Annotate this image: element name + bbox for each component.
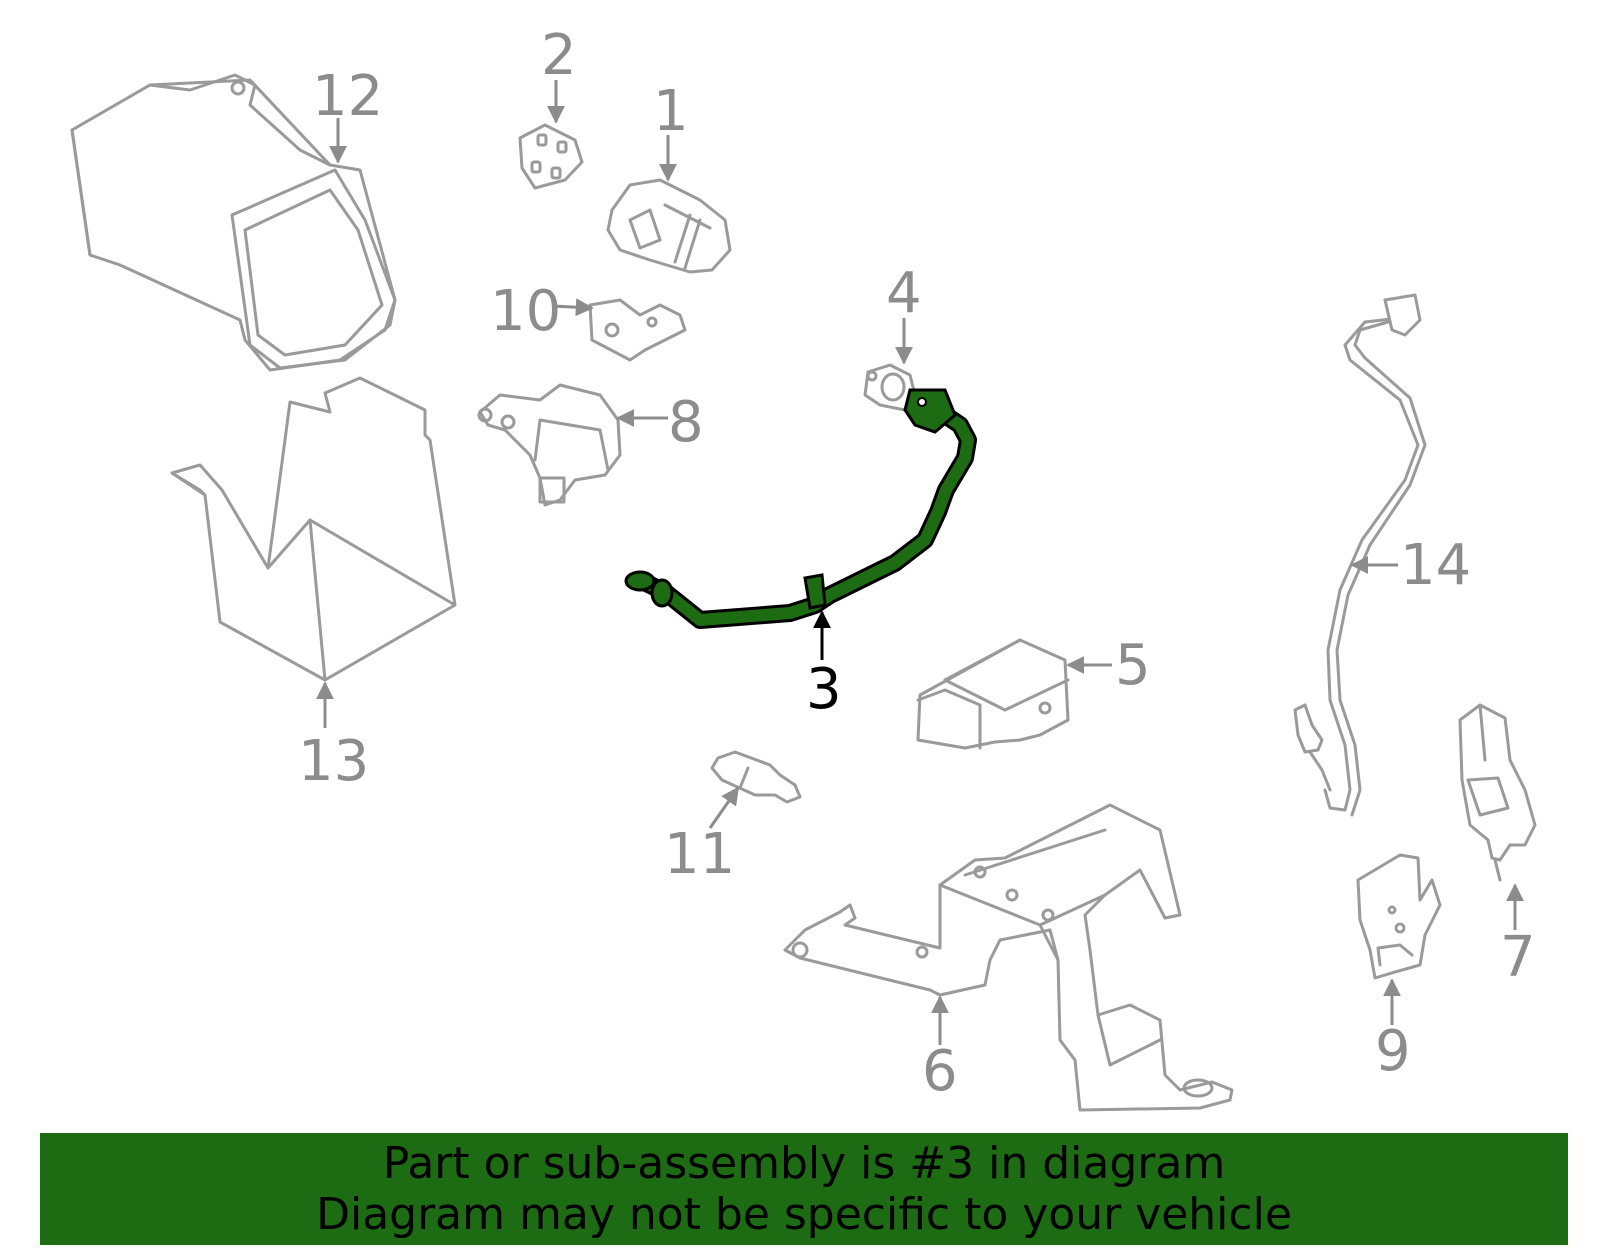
label-4: 4 xyxy=(886,261,922,326)
part-2-pad xyxy=(518,123,584,190)
label-2: 2 xyxy=(541,23,577,88)
label-8: 8 xyxy=(668,390,704,455)
label-14: 14 xyxy=(1400,533,1471,598)
leader-arrows xyxy=(316,80,1524,1045)
label-9: 9 xyxy=(1375,1019,1411,1084)
label-6: 6 xyxy=(922,1039,958,1104)
label-1: 1 xyxy=(653,79,689,144)
part-10-bracket xyxy=(588,298,687,362)
banner-line-1: Part or sub-assembly is #3 in diagram xyxy=(382,1138,1226,1189)
label-7: 7 xyxy=(1500,925,1536,990)
info-banner: Part or sub-assembly is #3 in diagram Di… xyxy=(40,1133,1568,1245)
part-11-sensor xyxy=(710,750,802,804)
banner-line-2: Diagram may not be specific to your vehi… xyxy=(316,1189,1292,1240)
label-13: 13 xyxy=(298,729,369,794)
part-6-bracket xyxy=(783,803,1234,1112)
part-3-tube xyxy=(624,388,977,629)
arrow-11 xyxy=(708,786,740,829)
label-3: 3 xyxy=(806,657,842,722)
part-7-sensor xyxy=(1458,703,1537,882)
part-12-canister xyxy=(70,73,397,372)
part-8-solenoid xyxy=(477,383,622,507)
label-12: 12 xyxy=(312,64,383,129)
callout-labels: 12 2 1 10 8 4 3 13 14 5 11 6 9 7 xyxy=(298,23,1536,1104)
arrow-10 xyxy=(551,298,594,317)
label-5: 5 xyxy=(1115,633,1151,698)
label-11: 11 xyxy=(664,822,735,887)
label-10: 10 xyxy=(490,279,561,344)
part-13-shield xyxy=(170,376,457,682)
part-5-module xyxy=(916,638,1070,750)
part-1-valve xyxy=(606,178,732,274)
part-9-bracket xyxy=(1356,853,1442,980)
